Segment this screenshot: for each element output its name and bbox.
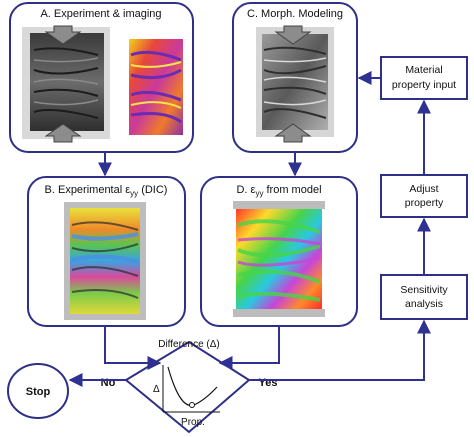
sensitivity-line2: analysis [405,298,443,310]
panel-b: B. Experimental εyy (DIC) [27,176,186,327]
panel-d-title: D. εyy from model [236,184,321,198]
yes-label: Yes [259,377,278,389]
load-arrow-bottom-c-icon [274,123,312,143]
load-arrow-bottom-icon [44,123,82,143]
panel-a: A. Experiment & imaging [9,2,194,153]
panel-a-title: A. Experiment & imaging [40,8,161,20]
mini-plot-x-label: Prop. [181,417,205,428]
arrow-b-to-decision [104,326,162,370]
stop-label: Stop [26,386,51,398]
adjust-line1: Adjust [409,183,438,195]
mini-plot-min-point [189,402,195,408]
strain-heatmap-a [129,39,183,135]
difference-label: Difference (Δ) [158,339,220,350]
arrow-d-to-decision [218,326,280,370]
sensitivity-analysis-box: Sensitivity analysis [380,274,468,320]
model-strain-map [233,201,325,317]
panel-b-title: B. Experimental εyy (DIC) [45,184,168,198]
specimen-photo-a [22,27,110,139]
material-property-input-box: Material property input [380,56,468,100]
sensitivity-line1: Sensitivity [400,284,448,296]
no-label: No [101,377,116,389]
decision-diamond: Difference (Δ) Δ Prop. No Yes [101,339,278,434]
panel-c-title: C. Morph. Modeling [247,8,343,20]
specimen-model-c [256,27,334,137]
stop-node: Stop [7,363,69,419]
load-arrow-top-icon [44,25,82,45]
panel-d: D. εyy from model [200,176,358,327]
load-arrow-top-c-icon [274,25,312,45]
material-line1: Material [405,64,442,76]
adjust-line2: property [405,197,444,209]
dic-strain-map [64,202,146,320]
material-line2: property input [392,79,456,91]
connectors [68,71,431,387]
adjust-property-box: Adjust property [380,174,468,218]
panel-c: C. Morph. Modeling [232,2,358,153]
mini-plot-y-label: Δ [153,384,160,395]
arrow-yes-to-sensitivity [249,319,431,381]
